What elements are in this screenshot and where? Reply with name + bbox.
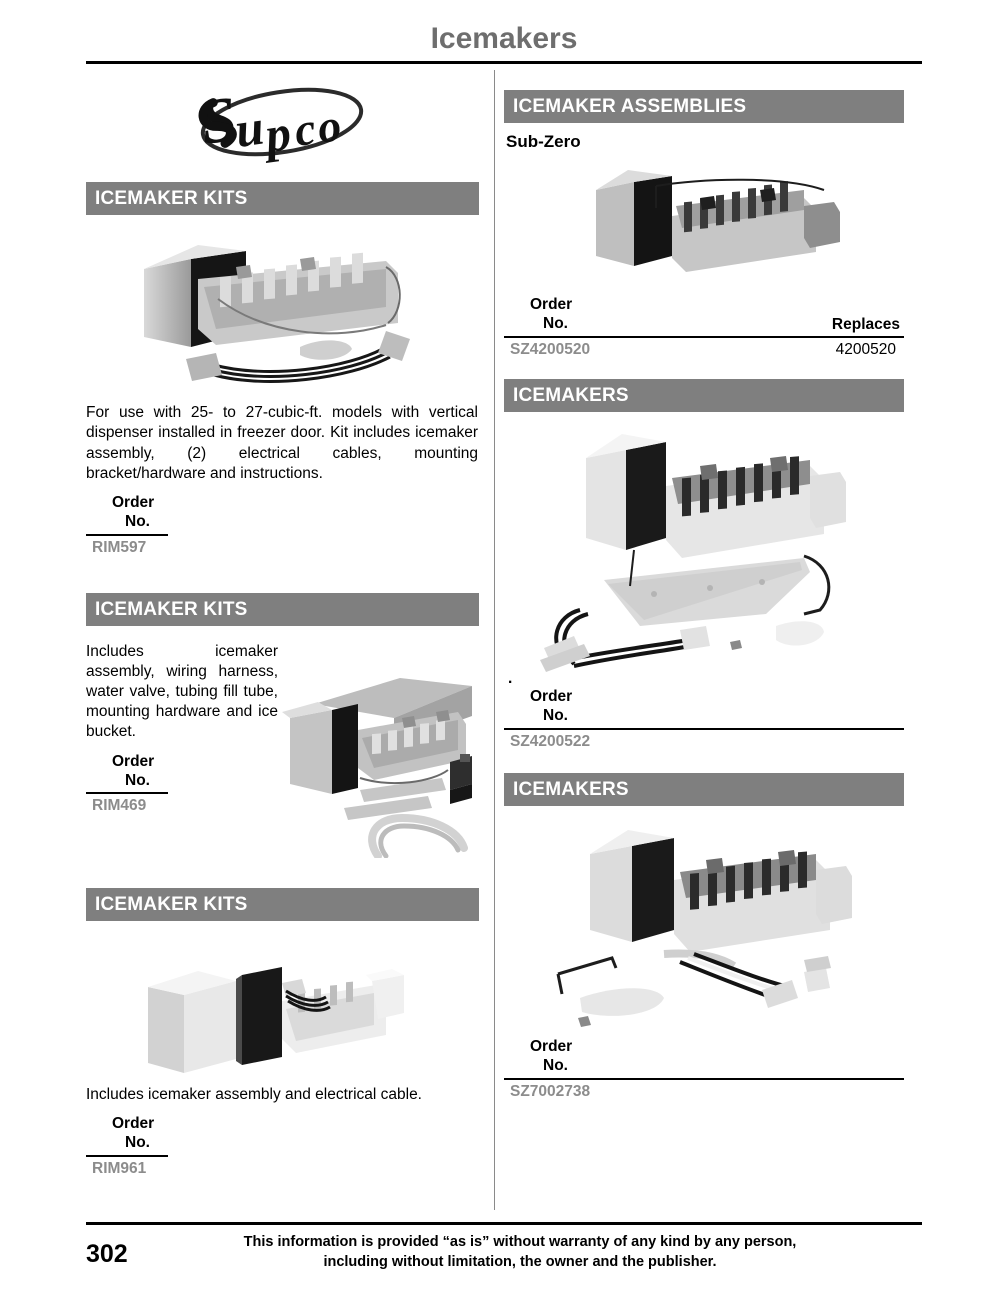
subbrand-sub-zero: Sub-Zero [506, 132, 581, 152]
icemaker-photo-sz4200522 [504, 424, 908, 674]
order-table-header: Order No. [86, 753, 282, 791]
left-column: S u p c o ICEMAKER KITS [86, 70, 490, 1178]
order-table-header: Order No. [504, 1038, 908, 1076]
order-table-rule [504, 336, 904, 339]
order-header-line1: Order [530, 688, 573, 706]
order-header-line1: Order [530, 1038, 573, 1056]
page-title: Icemakers [430, 22, 578, 55]
stray-mark: . [508, 670, 513, 688]
order-table-header: Order No. Replaces [504, 296, 908, 334]
supco-logo-block: S u p c o [86, 70, 490, 182]
icemaker-photo-sz7002738 [504, 822, 908, 1030]
section-icemaker-kits-1: ICEMAKER KITS [86, 182, 490, 557]
section-icemaker-kits-3: ICEMAKER KITS [86, 887, 490, 1178]
order-header-line1: Order [112, 493, 155, 511]
order-header-line1: Order [530, 296, 573, 314]
order-table-header: Order No. [86, 1115, 490, 1153]
order-number-value: RIM469 [92, 797, 147, 815]
right-column: ICEMAKER ASSEMBLIES Sub-Zero [504, 70, 908, 1101]
order-table-sz7002738: Order No. SZ7002738 [504, 1038, 908, 1101]
order-table-rule [86, 792, 168, 795]
footer-disclaimer-line2: including without limitation, the owner … [323, 1254, 717, 1270]
footer-disclaimer-line1: This information is provided “as is” wit… [243, 1234, 797, 1250]
order-header-line2: No. [125, 771, 150, 789]
order-number-value: RIM961 [92, 1160, 147, 1178]
order-header-line2: No. [543, 707, 568, 725]
order-table-rule [86, 1155, 168, 1158]
order-header-line2: No. [125, 1134, 150, 1152]
order-table-sz4200522: Order No. SZ4200522 [504, 688, 908, 751]
order-table-rim469: Order No. RIM469 [86, 753, 282, 816]
description-rim597: For use with 25- to 27-cubic-ft. models … [86, 404, 478, 482]
replaces-value: 4200520 [835, 341, 896, 359]
footer-disclaimer: This information is provided “as is” wit… [150, 1232, 890, 1272]
banner-icemakers-2: ICEMAKERS [504, 773, 904, 807]
banner-icemakers-1: ICEMAKERS [504, 379, 904, 413]
order-number-value: SZ4200522 [510, 733, 591, 751]
banner-icemaker-kits-2: ICEMAKER KITS [86, 592, 479, 626]
order-number-value: SZ4200520 [510, 341, 591, 359]
table-row: SZ4200522 [504, 730, 908, 751]
description-rim961: Includes icemaker assembly and electrica… [86, 1086, 422, 1104]
icemaker-kit-photo-rim469 [282, 638, 482, 858]
order-header-line2: No. [543, 1057, 568, 1075]
icemaker-kit-photo-rim597 [86, 237, 490, 389]
order-header-line1: Order [112, 752, 155, 770]
order-table-header: Order No. [86, 494, 490, 532]
footer-divider-rule [86, 1222, 922, 1225]
order-table-sz4200520: Order No. Replaces SZ4200520 4200520 [504, 296, 908, 359]
order-table-rule [504, 728, 904, 731]
section-icemaker-kits-2: ICEMAKER KITS Includes icemaker assembly… [86, 592, 490, 858]
order-table-header: Order No. [504, 688, 908, 726]
order-table-rule [86, 533, 168, 536]
header-divider-rule [86, 61, 922, 64]
order-number-value: RIM597 [92, 538, 147, 556]
page-number: 302 [86, 1240, 128, 1268]
order-header-line1: Order [112, 1115, 155, 1133]
order-table-rim961: Order No. RIM961 [86, 1115, 490, 1178]
description-rim469: Includes icemaker assembly, wiring harne… [86, 642, 278, 741]
banner-icemaker-assemblies: ICEMAKER ASSEMBLIES [504, 90, 904, 124]
order-number-value: SZ7002738 [510, 1083, 591, 1101]
icemaker-kit-photo-rim961 [86, 935, 490, 1075]
icemaker-assembly-photo-sz4200520 [504, 160, 908, 284]
table-row: SZ7002738 [504, 1080, 908, 1101]
section-icemaker-assemblies: ICEMAKER ASSEMBLIES Sub-Zero [504, 90, 908, 359]
table-row: RIM597 [86, 536, 490, 557]
order-table-rule [504, 1078, 904, 1081]
order-header-line2: No. [543, 315, 568, 333]
order-header-line2: No. [125, 512, 150, 530]
table-row: RIM469 [86, 794, 282, 815]
table-row: RIM961 [86, 1157, 490, 1178]
order-table-rim597: Order No. RIM597 [86, 494, 490, 557]
table-row: SZ4200520 4200520 [504, 338, 908, 359]
banner-icemaker-kits-3: ICEMAKER KITS [86, 887, 479, 922]
section-icemakers-1: ICEMAKERS [504, 379, 908, 751]
section-icemakers-2: ICEMAKERS [504, 773, 908, 1101]
replaces-header: Replaces [831, 316, 900, 334]
supco-logo: S u p c o [186, 72, 376, 172]
banner-icemaker-kits-1: ICEMAKER KITS [86, 182, 479, 216]
column-divider-rule [494, 70, 495, 1210]
